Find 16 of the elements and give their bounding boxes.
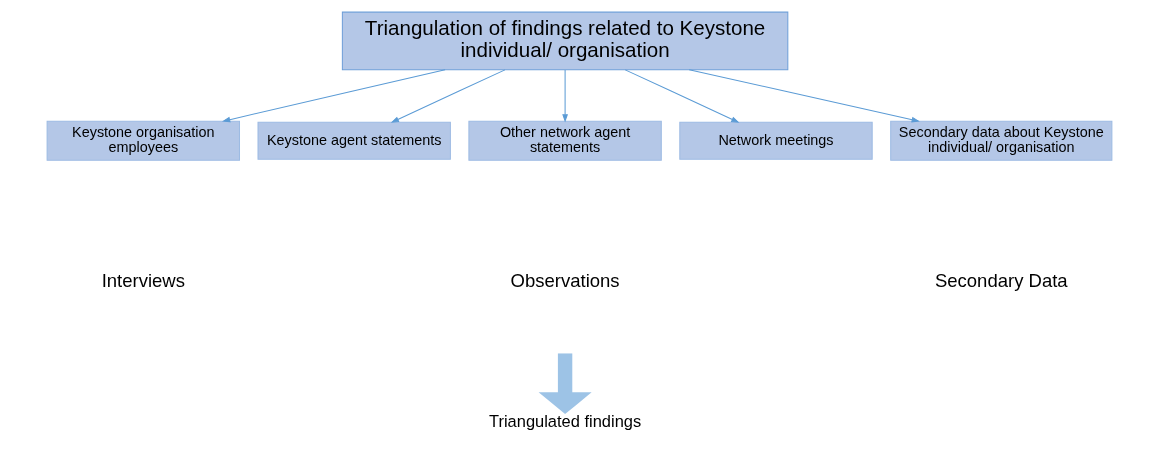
label: Secondary Data (934, 270, 1068, 292)
node-box: Keystone agent statements (257, 121, 451, 160)
label: Observations (510, 270, 620, 292)
arrow (561, 69, 568, 123)
arrow (688, 69, 920, 123)
node-box: Network meetings (678, 121, 873, 160)
node-box: Other network agent statements (467, 120, 662, 161)
node-box: Secondary data about Keystone individual/ organisation (889, 120, 1112, 161)
label: Interviews (101, 270, 185, 292)
node-box: Keystone organisation employees (46, 120, 240, 161)
node-box: Triangulation of findings related to Keystone individual/ organisation (341, 11, 788, 71)
arrow (390, 69, 505, 123)
node-text: Triangulated findings (488, 412, 641, 431)
arrow (221, 69, 446, 123)
arrow (538, 353, 592, 414)
arrow (624, 69, 739, 123)
